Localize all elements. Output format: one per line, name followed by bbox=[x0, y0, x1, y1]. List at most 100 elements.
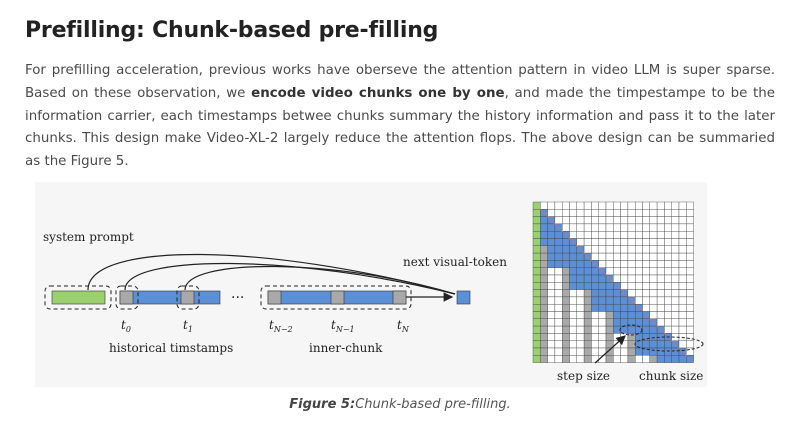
matrix-cell bbox=[635, 238, 643, 247]
matrix-cell bbox=[569, 333, 578, 341]
matrix-cell bbox=[547, 209, 556, 217]
matrix-cell bbox=[620, 260, 629, 268]
matrix-cell bbox=[554, 252, 563, 261]
matrix-cell bbox=[583, 296, 592, 305]
matrix-cell bbox=[686, 252, 694, 261]
matrix-cell bbox=[583, 238, 592, 247]
matrix-cell bbox=[649, 347, 658, 356]
matrix-cell bbox=[576, 223, 585, 232]
matrix-cell bbox=[540, 303, 548, 312]
matrix-cell bbox=[554, 333, 563, 341]
matrix-cell bbox=[547, 311, 556, 320]
matrix-cell bbox=[569, 209, 578, 217]
matrix-cell bbox=[678, 209, 687, 217]
caption-label: Figure 5: bbox=[289, 397, 356, 412]
matrix-cell bbox=[635, 274, 643, 283]
matrix-cell bbox=[620, 282, 629, 290]
matrix-cell bbox=[540, 282, 548, 290]
matrix-cell bbox=[664, 238, 672, 247]
matrix-cell bbox=[532, 245, 541, 254]
matrix-cell bbox=[671, 347, 680, 356]
matrix-cell bbox=[649, 325, 658, 334]
matrix-cell bbox=[613, 267, 621, 276]
matrix-cell bbox=[627, 209, 636, 217]
matrix-cell bbox=[620, 296, 629, 305]
matrix-cell bbox=[656, 311, 665, 320]
matrix-cell bbox=[656, 252, 665, 261]
matrix-cell bbox=[547, 340, 556, 349]
matrix-cell bbox=[635, 245, 643, 254]
matrix-cell bbox=[598, 333, 607, 341]
matrix-cell bbox=[664, 340, 672, 349]
paragraph-text-1: For prefilling acceleration, previous wo… bbox=[25, 63, 775, 101]
matrix-cell bbox=[671, 201, 680, 210]
matrix-cell bbox=[642, 267, 651, 276]
matrix-cell bbox=[591, 311, 599, 320]
label-t0: t0 bbox=[121, 318, 131, 334]
matrix-cell bbox=[554, 355, 563, 363]
step-size-arrow bbox=[594, 335, 626, 364]
matrix-cell bbox=[686, 260, 694, 268]
matrix-cell bbox=[576, 289, 585, 298]
matrix-cell bbox=[569, 245, 578, 254]
matrix-cell bbox=[664, 311, 672, 320]
matrix-cell bbox=[649, 311, 658, 320]
matrix-cell bbox=[686, 274, 694, 283]
matrix-cell bbox=[613, 311, 621, 320]
matrix-cell bbox=[642, 223, 651, 232]
matrix-cell bbox=[620, 340, 629, 349]
matrix-cell bbox=[540, 325, 548, 334]
matrix-cell bbox=[532, 282, 541, 290]
matrix-cell bbox=[598, 289, 607, 298]
matrix-cell bbox=[642, 325, 651, 334]
matrix-cell bbox=[591, 274, 599, 283]
matrix-cell bbox=[547, 289, 556, 298]
matrix-cell bbox=[671, 252, 680, 261]
label-next-visual-token: next visual-token bbox=[403, 255, 507, 269]
matrix-cell bbox=[649, 303, 658, 312]
t0-dashed-box bbox=[115, 285, 139, 310]
matrix-cell bbox=[664, 289, 672, 298]
matrix-cell bbox=[613, 260, 621, 268]
matrix-cell bbox=[656, 282, 665, 290]
matrix-cell bbox=[605, 303, 614, 312]
matrix-cell bbox=[664, 216, 672, 225]
matrix-cell bbox=[686, 296, 694, 305]
matrix-cell bbox=[613, 333, 621, 341]
matrix-cell bbox=[540, 216, 548, 225]
matrix-cell bbox=[540, 238, 548, 247]
matrix-cell bbox=[532, 347, 541, 356]
matrix-cell bbox=[656, 231, 665, 239]
matrix-cell bbox=[547, 238, 556, 247]
matrix-cell bbox=[532, 209, 541, 217]
matrix-cell bbox=[540, 260, 548, 268]
matrix-cell bbox=[569, 231, 578, 239]
matrix-cell bbox=[620, 209, 629, 217]
matrix-cell bbox=[642, 296, 651, 305]
matrix-cell bbox=[591, 318, 599, 327]
matrix-cell bbox=[540, 340, 548, 349]
matrix-cell bbox=[547, 303, 556, 312]
matrix-cell bbox=[583, 267, 592, 276]
matrix-cell bbox=[627, 282, 636, 290]
matrix-cell bbox=[583, 245, 592, 254]
matrix-cell bbox=[664, 274, 672, 283]
matrix-cell bbox=[627, 355, 636, 363]
matrix-cell bbox=[642, 209, 651, 217]
matrix-cell bbox=[671, 231, 680, 239]
matrix-cell bbox=[554, 311, 563, 320]
matrix-cell bbox=[576, 238, 585, 247]
matrix-cell bbox=[532, 238, 541, 247]
matrix-cell bbox=[664, 201, 672, 210]
matrix-cell bbox=[540, 201, 548, 210]
matrix-cell bbox=[547, 231, 556, 239]
matrix-cell bbox=[686, 201, 694, 210]
matrix-cell bbox=[591, 238, 599, 247]
matrix-cell bbox=[562, 245, 570, 254]
matrix-cell bbox=[554, 231, 563, 239]
matrix-cell bbox=[642, 282, 651, 290]
matrix-cell bbox=[649, 223, 658, 232]
matrix-cell bbox=[620, 318, 629, 327]
matrix-cell bbox=[547, 347, 556, 356]
matrix-cell bbox=[583, 355, 592, 363]
